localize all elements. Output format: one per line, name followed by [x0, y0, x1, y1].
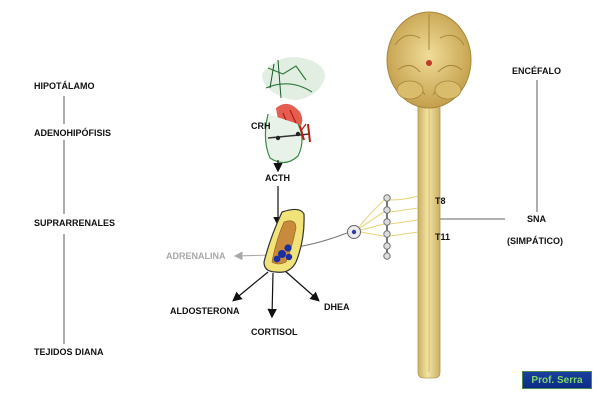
pituitary-illustration [262, 57, 325, 164]
label-t8: T8 [435, 196, 446, 206]
adrenal-gland [263, 208, 305, 273]
label-tejidos-diana: TEJIDOS DIANA [34, 347, 104, 357]
brain-illustration [386, 11, 472, 109]
sympathetic-chain [355, 194, 419, 260]
label-acth: ACTH [265, 173, 290, 183]
label-encefalo: ENCÉFALO [512, 66, 562, 76]
arrow-aldosterona [232, 271, 269, 302]
arrow-dhea [283, 269, 320, 302]
label-crh: CRH [251, 121, 271, 131]
label-adenohipofisis: ADENOHIPÓFISIS [34, 128, 112, 138]
label-t11: T11 [435, 232, 451, 242]
label-adrenalina: ADRENALINA [166, 251, 226, 261]
arrow-cortisol [267, 272, 277, 319]
label-simpatico: (SIMPÁTICO) [507, 236, 563, 246]
author-badge: Prof. Serra [522, 371, 592, 389]
label-hipotalamo: HIPOTÁLAMO [34, 81, 95, 91]
label-cortisol: CORTISOL [251, 327, 298, 337]
ganglion [347, 225, 361, 239]
label-dhea: DHEA [324, 302, 350, 312]
label-suprarrenales: SUPRARRENALES [34, 218, 116, 228]
spinal-cord [417, 81, 441, 379]
label-sna: SNA [527, 214, 547, 224]
label-aldosterona: ALDOSTERONA [170, 306, 240, 316]
